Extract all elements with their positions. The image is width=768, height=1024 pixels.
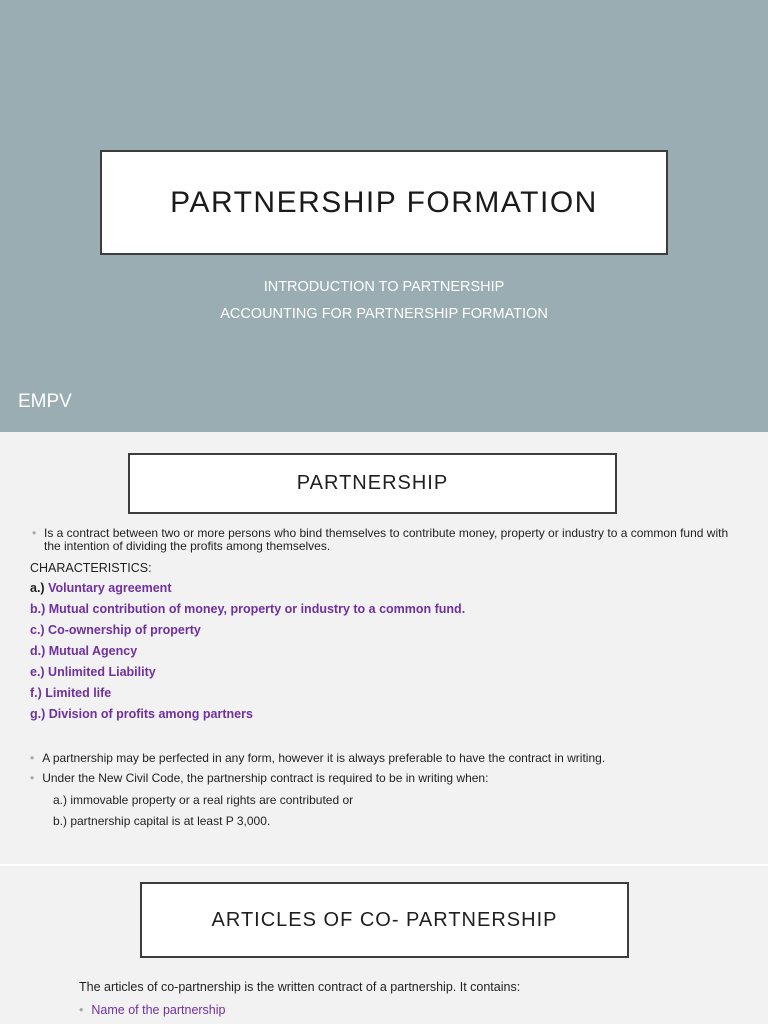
articles-heading-box: ARTICLES OF CO- PARTNERSHIP: [140, 882, 629, 958]
list-item: g.) Division of profits among partners: [30, 707, 253, 721]
bullet-icon: •: [79, 1003, 84, 1017]
partnership-slide: PARTNERSHIP • Is a contract between two …: [0, 432, 768, 864]
condition-b: b.) partnership capital is at least P 3,…: [53, 814, 271, 828]
characteristics-list: a.) Voluntary agreement b.) Mutual contr…: [30, 581, 465, 728]
list-item: e.) Unlimited Liability: [30, 665, 156, 679]
list-item: a.) Voluntary agreement: [30, 581, 172, 595]
subtitle-line-1: INTRODUCTION TO PARTNERSHIP: [263, 279, 505, 295]
list-item: b.) Mutual contribution of money, proper…: [30, 602, 466, 616]
condition-a: a.) immovable property or a real rights …: [53, 793, 354, 807]
partnership-heading: PARTNERSHIP: [296, 472, 449, 494]
articles-heading: ARTICLES OF CO- PARTNERSHIP: [211, 908, 558, 931]
title-slide: PARTNERSHIP FORMATION INTRODUCTION TO PA…: [0, 0, 768, 432]
characteristics-label: CHARACTERISTICS:: [30, 561, 152, 575]
author-label: EMPV: [18, 391, 72, 412]
definition-text: Is a contract between two or more person…: [44, 526, 729, 553]
slide-title: PARTNERSHIP FORMATION: [170, 185, 598, 219]
note-civil-code: •Under the New Civil Code, the partnersh…: [30, 771, 489, 785]
definition-paragraph: • Is a contract between two or more pers…: [32, 527, 732, 553]
articles-intro: The articles of co-partnership is the wr…: [79, 980, 521, 994]
title-box: PARTNERSHIP FORMATION: [100, 150, 668, 255]
articles-slide: ARTICLES OF CO- PARTNERSHIP The articles…: [0, 866, 768, 1024]
bullet-icon: •: [30, 751, 35, 765]
bullet-icon: •: [30, 771, 35, 785]
list-item: c.) Co-ownership of property: [30, 623, 201, 637]
list-item: d.) Mutual Agency: [30, 644, 138, 658]
subtitle-line-2: ACCOUNTING FOR PARTNERSHIP FORMATION: [220, 306, 548, 322]
partnership-heading-box: PARTNERSHIP: [128, 453, 617, 514]
bullet-icon: •: [32, 526, 37, 540]
list-item: •Name of the partnership: [79, 1003, 226, 1017]
list-item: f.) Limited life: [30, 686, 112, 700]
note-written-form: •A partnership may be perfected in any f…: [30, 751, 606, 765]
